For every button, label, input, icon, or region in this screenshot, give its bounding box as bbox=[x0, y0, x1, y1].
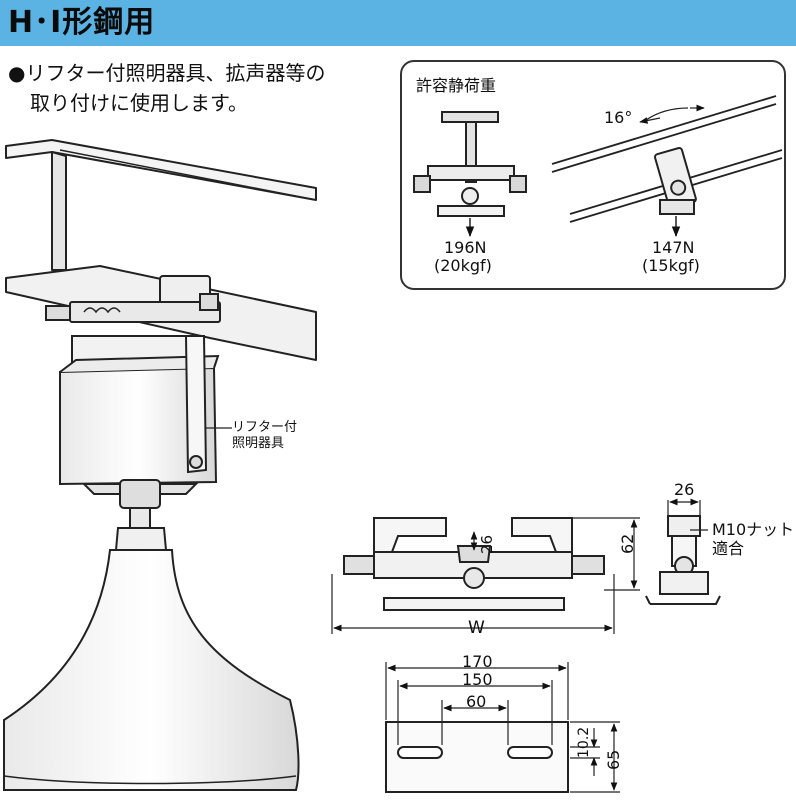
lifter-box-illustration bbox=[59, 335, 220, 495]
plate-dimension-10-2: 10.2 bbox=[576, 726, 592, 758]
front-view-dimensions bbox=[331, 517, 640, 634]
title-bar: H･I形鋼用 bbox=[0, 0, 796, 46]
side-view-drawing bbox=[645, 515, 721, 605]
left-load-kgf: (20kgf) bbox=[434, 256, 492, 275]
description-line-2: 取り付けに使用します。 bbox=[30, 91, 248, 115]
description-line-1: リフター付照明器具、拡声器等の bbox=[25, 61, 326, 85]
i-beam-illustration bbox=[5, 139, 317, 361]
page-title: H･I形鋼用 bbox=[8, 5, 156, 40]
load-panel-title: 許容静荷重 bbox=[416, 76, 497, 95]
plate-dimension-65: 65 bbox=[604, 749, 623, 770]
side-view-dimensions bbox=[667, 498, 708, 531]
nut-note-line-1: M10ナット bbox=[712, 520, 795, 539]
plate-dimension-170: 170 bbox=[462, 652, 493, 671]
right-load-kgf: (15kgf) bbox=[642, 256, 700, 275]
left-load-newton: 196N bbox=[444, 238, 487, 257]
side-width-dimension: 26 bbox=[674, 480, 695, 499]
front-height-dimension: 62 bbox=[618, 533, 637, 554]
load-left-drawing bbox=[413, 111, 527, 238]
clamp-illustration bbox=[45, 275, 221, 323]
front-width-dimension: W bbox=[468, 618, 485, 638]
lifter-label-line-2: 照明器具 bbox=[232, 436, 285, 451]
angle-label: 16° bbox=[604, 108, 633, 127]
nut-note-line-2: 適合 bbox=[712, 539, 745, 558]
front-inner-dimension: 26 bbox=[478, 534, 496, 554]
bullet-icon: ● bbox=[8, 61, 26, 85]
plate-view-drawing bbox=[385, 721, 569, 793]
lifter-label: リフター付 照明器具 bbox=[232, 420, 297, 452]
description: ●リフター付照明器具、拡声器等の 取り付けに使用します。 bbox=[8, 58, 325, 118]
plate-view-dimensions bbox=[385, 662, 620, 793]
lamp-illustration bbox=[3, 479, 300, 791]
lifter-label-line-1: リフター付 bbox=[232, 420, 298, 435]
plate-dimension-60: 60 bbox=[466, 692, 487, 711]
nut-note: M10ナット 適合 bbox=[712, 520, 794, 558]
load-right-drawing bbox=[551, 95, 783, 238]
front-view-drawing bbox=[343, 517, 605, 611]
plate-dimension-150: 150 bbox=[462, 670, 493, 689]
right-load-newton: 147N bbox=[652, 238, 695, 257]
allowable-load-panel bbox=[400, 60, 786, 290]
